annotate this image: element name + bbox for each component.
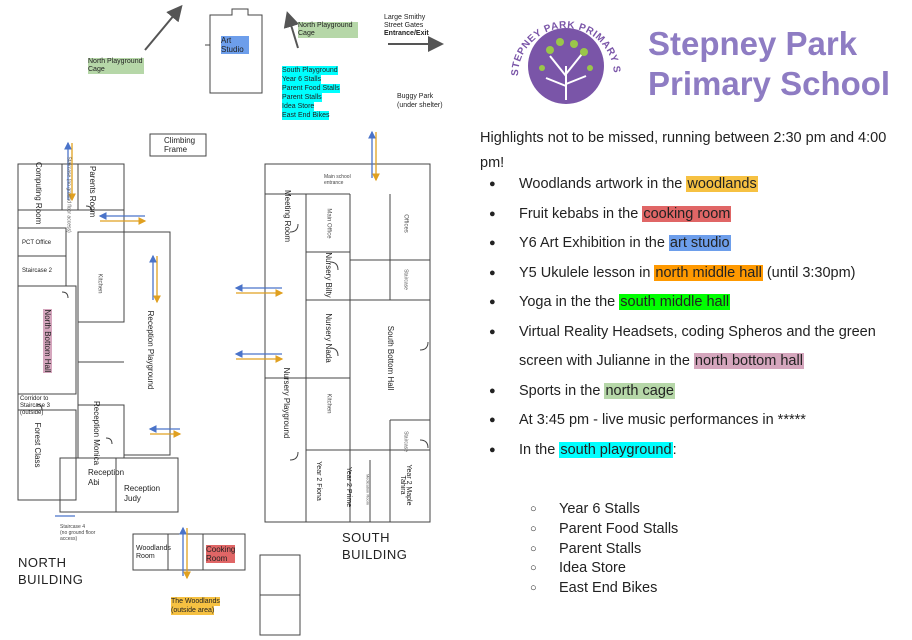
climbing-frame-box	[149, 133, 207, 157]
medication-room-label: Medication Room	[365, 473, 371, 506]
north-bottom-hall-label: North Bottom Hall	[43, 309, 52, 373]
reception-monica-label: Reception Monica	[92, 401, 101, 466]
nursery-bilty-label: Nursery Bilty	[324, 252, 333, 298]
art-studio-outline	[209, 8, 263, 94]
corridor-label: Corridor to Staircase 3 (outside)	[20, 396, 51, 416]
list-item: Woodlands artwork in the woodlands	[480, 170, 900, 200]
south-bottom-hall-label: South Bottom Hall	[386, 325, 395, 391]
north-kitchen-label: Kitchen	[96, 273, 103, 294]
south-building-label: SOUTH BUILDING	[342, 530, 408, 562]
nursery-nada-label: Nursery Nada	[324, 313, 333, 363]
highlights-intro: Highlights not to be missed, running bet…	[480, 130, 887, 171]
nursery-playground-label: Nursery Playground	[282, 367, 291, 439]
main-office-label: Main Office	[325, 208, 332, 239]
arrow-north-cage-right	[283, 11, 300, 49]
reception-abi-label: Reception Abi	[88, 468, 125, 487]
woodlands-outside-label: The Woodlands (outside area)	[171, 597, 220, 615]
staircase-south-label: Staircase	[402, 269, 409, 290]
art-studio-label: Art Studio	[221, 36, 249, 54]
year2-tahira-label: Tahira	[399, 475, 406, 495]
list-item: Sports in the north cage	[480, 377, 900, 407]
buggy-park-label: Buggy Park (under shelter)	[397, 93, 443, 109]
meeting-room-label: Meeting Room	[283, 190, 292, 243]
staircase-no-access-label: Staircase (no ground floor access)	[65, 156, 72, 233]
school-logo: STEPNEY PARK PRIMARY SCHOOL	[496, 0, 632, 112]
list-item: At 3:45 pm - live music performances in …	[480, 406, 900, 436]
year2-fiona-label: Year 2 Fiona	[315, 461, 322, 501]
staircase-4-label: Staircase 4 (no ground floor access)	[60, 524, 96, 542]
list-item: Y5 Ukulele lesson in north middle hall (…	[480, 259, 900, 289]
cooking-room-label: Cooking Room	[206, 545, 236, 563]
list-item: Fruit kebabs in the cooking room	[480, 200, 900, 230]
south-building-outline	[264, 163, 431, 523]
list-item: Year 6 Stalls	[530, 500, 678, 520]
staircase-2-label: Staircase 2	[22, 268, 53, 274]
arrow-north-cage-left	[144, 4, 183, 51]
map-drawing	[17, 4, 444, 636]
year2-prime-label: Year 2 Prime	[345, 466, 352, 508]
list-item: Y6 Art Exhibition in the art studio	[480, 229, 900, 259]
highlights-list: Woodlands artwork in the woodlands Fruit…	[480, 170, 900, 465]
pct-office-label: PCT Office	[22, 240, 52, 246]
forest-class-label: Forest Class	[33, 422, 42, 468]
page-title: Stepney Park Primary School	[648, 25, 891, 102]
school-map: North Playground Cage Art Studio North P…	[17, 4, 444, 636]
parents-room-label: Parents Room	[88, 166, 97, 218]
south-playground-list: South Playground Year 6 Stalls Parent Fo…	[282, 66, 340, 120]
gates-label: Large Smithy Street Gates Entrance/Exit	[384, 14, 429, 37]
offices-label: Offices	[402, 214, 409, 233]
list-item: Parent Stalls	[530, 540, 678, 560]
main-entrance-label: Main school entrance	[324, 174, 351, 186]
list-item: In the south playground:	[480, 436, 900, 466]
reception-playground-label: Reception Playground	[146, 310, 155, 390]
list-item: Yoga in the the south middle hall	[480, 288, 900, 318]
list-item: Idea Store	[530, 559, 678, 579]
list-item: Parent Food Stalls	[530, 520, 678, 540]
south-kitchen-label: Kitchen	[325, 393, 332, 414]
list-item: Virtual Reality Headsets, coding Spheros…	[480, 318, 900, 377]
climbing-frame-label: Climbing Frame	[164, 136, 196, 154]
north-building-label: NORTH BUILDING	[18, 555, 84, 587]
computing-room-label: Computing Room	[34, 162, 43, 225]
south-playground-sublist: Year 6 Stalls Parent Food Stalls Parent …	[530, 500, 678, 599]
north-cage-right-label: North Playground Cage	[298, 22, 358, 38]
reception-judy-label: Reception Judy	[124, 484, 161, 503]
woodlands-room-label: Woodlands Room	[136, 545, 171, 560]
north-cage-left-label: North Playground Cage	[88, 58, 144, 74]
list-item: East End Bikes	[530, 579, 678, 599]
